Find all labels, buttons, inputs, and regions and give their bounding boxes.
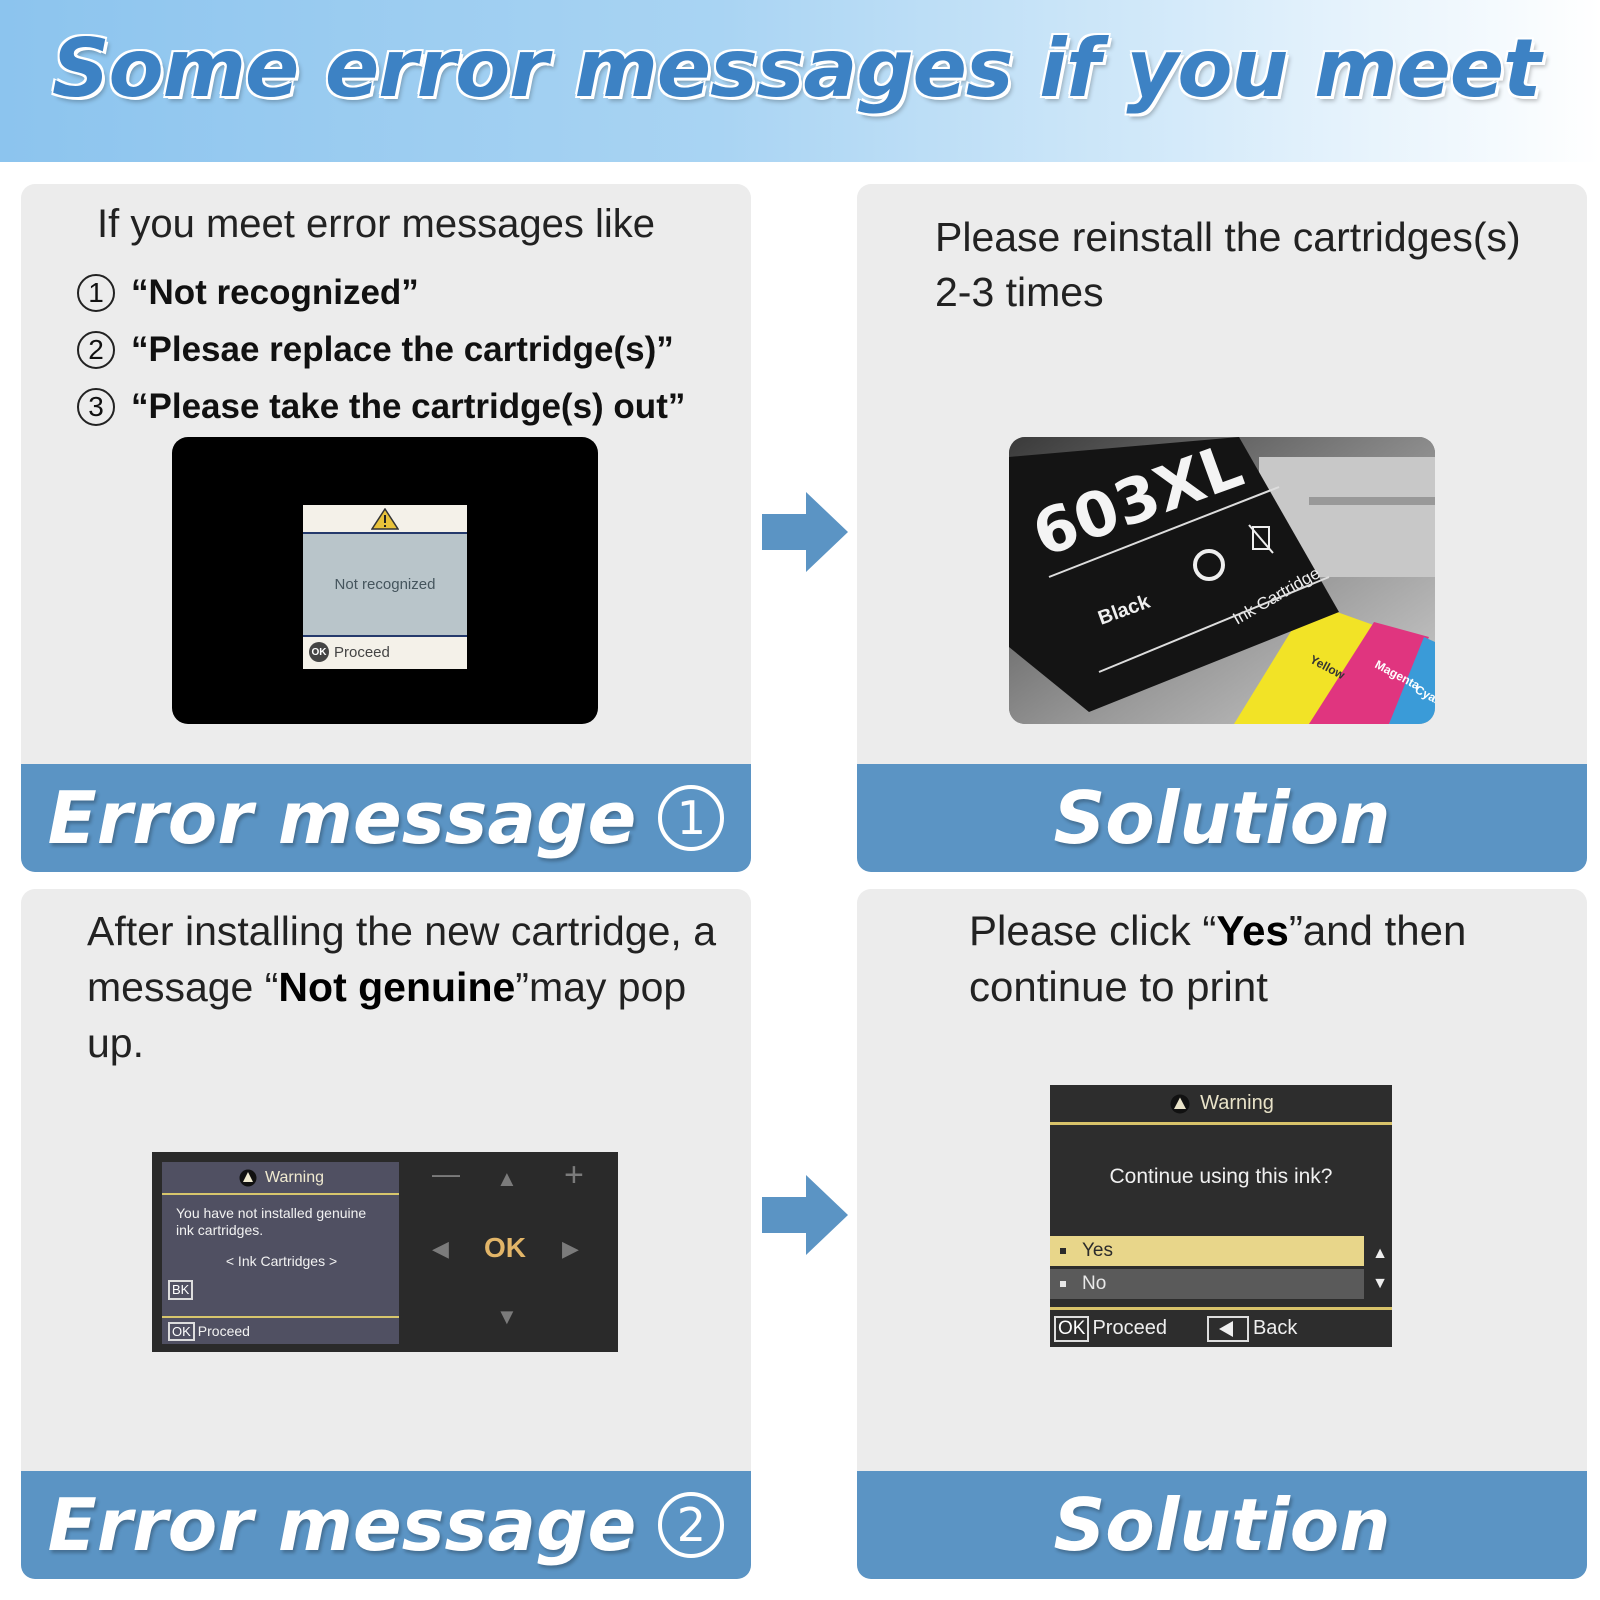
error-text: “Plesae replace the cartridge(s)” [131,329,674,369]
button-pad: — ▲ + ◀ OK ▶ ▼ [414,1152,618,1352]
warning-triangle-icon [1170,1094,1190,1113]
solution-text: Please reinstall the cartridges(s) 2-3 t… [935,210,1555,320]
warning-triangle-icon [371,507,399,530]
footer-number: 1 [658,785,725,851]
option-label: No [1082,1273,1107,1294]
dialog-header [303,505,467,534]
error-item: 1 “Not recognized” [77,264,685,321]
bin-icon [1252,526,1270,550]
lcd-header: Warning [162,1162,399,1195]
scroll-arrows[interactable]: ▲ ▼ [1372,1239,1388,1299]
number-badge: 3 [77,387,115,426]
ok-key-icon: OK [168,1321,195,1341]
scroll-up-icon[interactable]: ▲ [1372,1245,1388,1262]
panel-footer-label: Solution [857,764,1587,872]
page-title: Some error messages if you meet [52,22,1541,115]
panel4-text: Please click “Yes”and then continue to p… [969,903,1569,1015]
proceed-label: Proceed [334,643,390,661]
footer-text: Error message [47,1483,637,1567]
ok-button[interactable]: OK [484,1232,526,1263]
cartridge-illustration: Yellow Magenta Cyan 603XL Black Ink Cart… [1009,437,1435,724]
solution-line: Please reinstall the cartridges(s) [935,214,1521,260]
panel-footer-label: Solution [857,1471,1587,1579]
panel-footer-label: Error message 2 [21,1471,751,1579]
text-part: ”may pop up. [87,964,687,1066]
warning-dialog-screen: Warning Continue using this ink? Yes No … [1050,1085,1392,1347]
error-message-1-panel: If you meet error messages like 1 “Not r… [21,184,751,872]
dialog-question: Continue using this ink? [1109,1165,1333,1188]
dialog-header: Warning [1050,1085,1392,1125]
ok-button-icon: OK [309,642,329,662]
footer-text: Solution [1053,1483,1391,1567]
right-arrow-icon [762,492,848,572]
recycle-icon [1193,549,1225,581]
dialog-message: Not recognized [303,534,467,637]
proceed-option[interactable]: OK Proceed [303,637,467,667]
back-key-icon [1206,1315,1249,1342]
text-part: ”and then continue to print [969,907,1467,1010]
down-arrow-button[interactable]: ▼ [496,1304,518,1329]
proceed-option[interactable]: OK Proceed [162,1316,399,1344]
solution-2-panel: Please click “Yes”and then continue to p… [857,889,1587,1579]
option-label: Yes [1082,1240,1113,1261]
lcd-message: You have not installed genuine ink cartr… [176,1205,367,1238]
footer-text: Error message [47,776,637,860]
ok-key-icon[interactable]: OK [1054,1315,1090,1342]
lcd-sub: < Ink Cartridges > [225,1253,338,1269]
back-option[interactable]: Back [1206,1315,1298,1342]
bullet-icon [1060,1281,1066,1287]
text-bold: Yes [1216,907,1289,954]
scroll-down-icon[interactable]: ▼ [1372,1275,1388,1292]
printer-screen-not-recognized: Not recognized OK Proceed [172,437,598,724]
text-part: After installing the new cartridge, a me… [87,908,716,1010]
error-list: 1 “Not recognized” 2 “Plesae replace the… [77,264,685,435]
header-banner: Some error messages if you meet [0,0,1600,162]
error-item: 2 “Plesae replace the cartridge(s)” [77,321,685,378]
right-arrow-icon [762,1175,848,1255]
lcd-title: Warning [265,1168,324,1186]
option-list: Yes No [1050,1236,1364,1302]
bk-label: BK [168,1280,194,1300]
panel1-intro: If you meet error messages like [97,202,655,246]
number-badge: 2 [77,330,115,369]
left-arrow-button[interactable]: ◀ [432,1236,449,1261]
panel-footer-label: Error message 1 [21,764,751,872]
dialog-title: Warning [1200,1092,1274,1114]
lcd-screen: Warning You have not installed genuine i… [162,1162,399,1344]
proceed-label: Proceed [197,1323,250,1339]
number-badge: 1 [77,273,115,312]
lcd-body: You have not installed genuine ink cartr… [162,1195,399,1270]
proceed-label: Proceed [1092,1317,1167,1339]
error-text: “Not recognized” [131,272,419,312]
text-part: Please click “ [969,907,1217,954]
error-text: “Please take the cartridge(s) out” [131,386,686,426]
back-label: Back [1252,1317,1298,1339]
solution-line: 2-3 times [935,269,1104,315]
error-dialog: Not recognized OK Proceed [303,505,467,669]
solution-1-panel: Please reinstall the cartridges(s) 2-3 t… [857,184,1587,872]
right-arrow-button[interactable]: ▶ [562,1236,579,1261]
dialog-footer: OK Proceed Back [1050,1307,1392,1347]
cartridge-photo: Yellow Magenta Cyan 603XL Black Ink Cart… [1009,437,1435,724]
text-bold: Not genuine [278,964,516,1010]
error-message-2-panel: After installing the new cartridge, a me… [21,889,751,1579]
warning-triangle-icon [239,1169,257,1186]
minus-button[interactable]: — [432,1158,460,1189]
footer-text: Solution [1053,776,1391,860]
footer-number: 2 [658,1492,725,1558]
up-arrow-button[interactable]: ▲ [496,1166,518,1191]
printer-control-panel: Warning You have not installed genuine i… [152,1152,618,1352]
panel3-text: After installing the new cartridge, a me… [87,903,727,1071]
plus-button[interactable]: + [564,1156,584,1194]
no-option[interactable]: No [1050,1269,1364,1299]
bullet-icon [1060,1248,1066,1254]
error-item: 3 “Please take the cartridge(s) out” [77,378,685,435]
yes-option[interactable]: Yes [1050,1236,1364,1266]
